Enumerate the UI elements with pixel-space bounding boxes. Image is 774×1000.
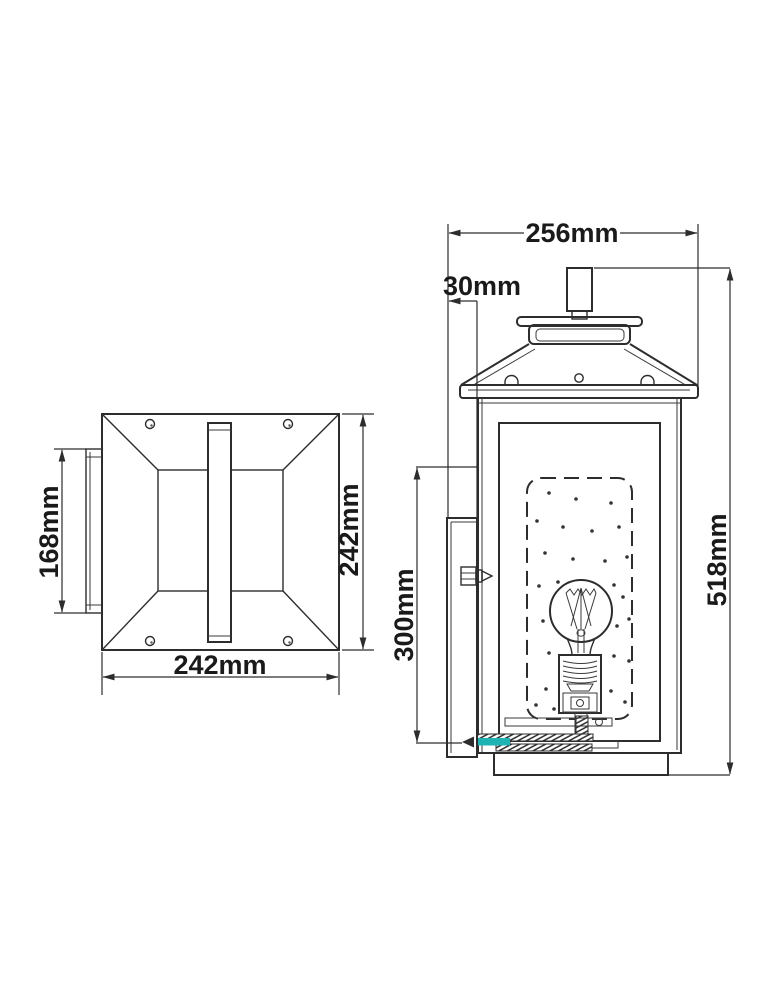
lantern-cap xyxy=(516,316,643,345)
top-view-roof xyxy=(101,413,340,651)
mounting-bolt xyxy=(460,566,494,586)
rod-arrowhead xyxy=(462,736,474,748)
light-bulb xyxy=(549,579,613,657)
lantern-roof xyxy=(460,343,698,388)
top-view-wall-bracket xyxy=(85,448,103,614)
roof-vent-hole xyxy=(574,373,584,383)
base-hardware xyxy=(462,713,619,752)
dimension-30mm: 30mm xyxy=(443,271,521,518)
dimension-300mm: 300mm xyxy=(389,466,478,744)
dimension-label-242mm-width: 242mm xyxy=(173,650,266,680)
bulb-filament xyxy=(565,587,597,653)
side-view: 256mm 30mm 518mm 300mm xyxy=(389,218,734,776)
dimension-242mm-width: 242mm xyxy=(101,650,340,695)
dimension-168mm: 168mm xyxy=(34,448,86,614)
dimension-label-256mm: 256mm xyxy=(525,218,618,248)
dimension-242mm-height: 242mm xyxy=(334,413,374,651)
lantern-base xyxy=(493,752,669,776)
dimension-label-30mm: 30mm xyxy=(443,271,521,301)
wall-mount-plate xyxy=(446,517,494,758)
dimension-256mm: 256mm xyxy=(447,218,699,518)
lantern-chimney xyxy=(566,267,593,320)
lamp-socket xyxy=(558,654,602,714)
top-view: 168mm 242mm 242mm xyxy=(34,413,374,695)
dimension-label-300mm: 300mm xyxy=(389,568,419,661)
rod-highlight xyxy=(477,738,510,746)
dimension-518mm: 518mm xyxy=(594,267,734,776)
dimension-label-168mm: 168mm xyxy=(34,485,64,578)
threaded-mounting-rod xyxy=(462,733,619,752)
top-view-screws xyxy=(144,418,294,647)
dimension-label-518mm: 518mm xyxy=(702,513,732,606)
perforation-dots xyxy=(534,491,631,711)
lantern-rim xyxy=(459,374,699,399)
top-view-ridge-bar xyxy=(207,422,232,643)
socket-threads xyxy=(562,660,598,692)
dimension-label-242mm-height: 242mm xyxy=(334,483,364,576)
